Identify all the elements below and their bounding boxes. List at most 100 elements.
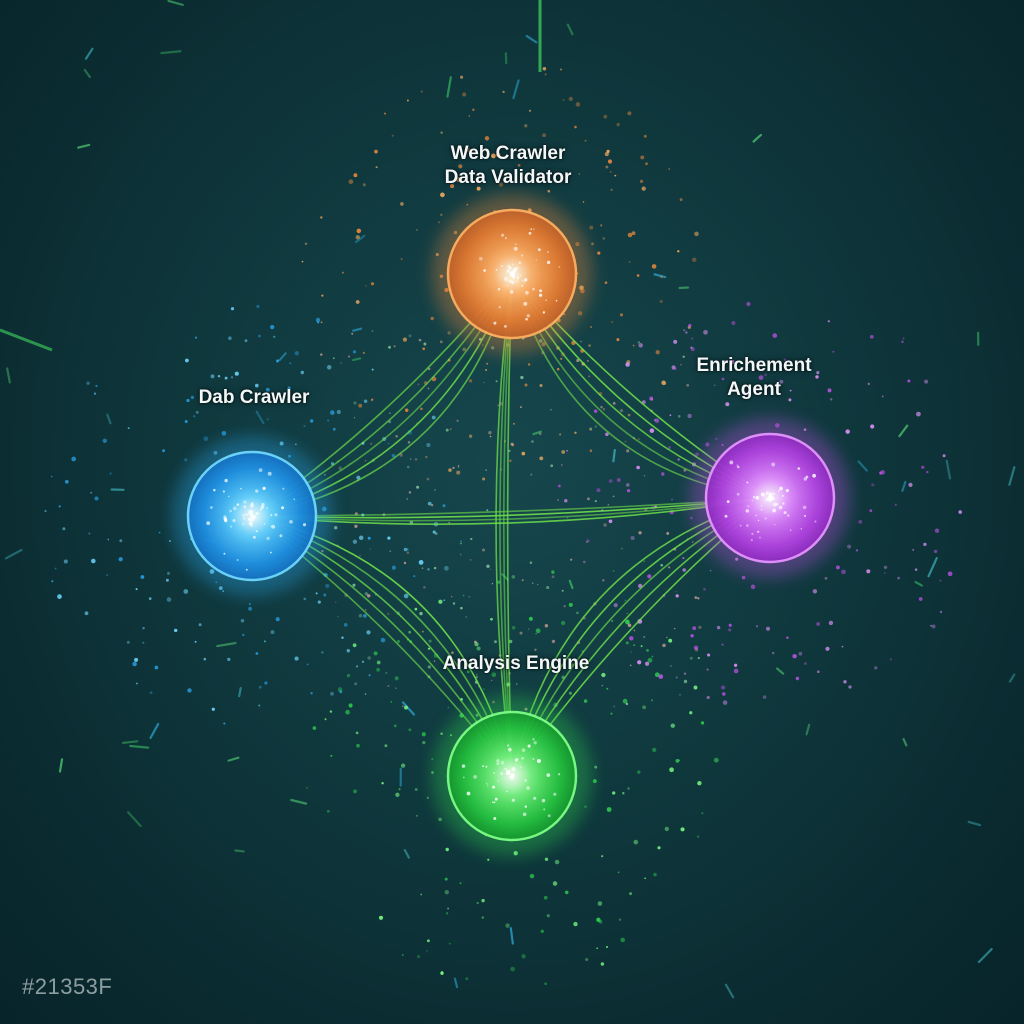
node-sparkle [805, 475, 809, 479]
particle [564, 498, 568, 503]
background-streak [453, 977, 459, 989]
particle [491, 582, 494, 585]
particle [352, 643, 357, 648]
particle [682, 557, 685, 560]
particle [930, 624, 932, 627]
particle [384, 744, 388, 748]
particle [843, 680, 847, 684]
particle [620, 937, 626, 943]
node-sparkle [545, 299, 547, 301]
particle [389, 550, 392, 553]
background-streak [653, 273, 667, 279]
particle [142, 641, 145, 644]
particle [668, 566, 671, 569]
node-sparkle [302, 523, 307, 527]
background-streak [776, 667, 785, 675]
particle [675, 676, 678, 679]
watermark-text: #21353F [22, 974, 113, 999]
particle [440, 213, 443, 217]
background-streak [84, 47, 94, 60]
node-sparkle [515, 243, 517, 245]
node-core [483, 245, 541, 303]
node-sparkle [281, 506, 285, 510]
particle [593, 409, 598, 413]
particle [362, 351, 366, 355]
particle [660, 275, 663, 279]
particle [570, 558, 573, 561]
particle [497, 404, 500, 407]
particle [652, 747, 657, 753]
particle [408, 334, 412, 338]
particle [528, 616, 533, 621]
particle [605, 432, 609, 437]
particle [924, 379, 929, 384]
particle [653, 418, 657, 422]
particle [426, 950, 428, 952]
particle [324, 718, 327, 721]
particle [194, 640, 197, 643]
particle [400, 202, 404, 206]
particle [440, 192, 445, 198]
particle [102, 438, 107, 443]
particle [211, 707, 215, 711]
background-streak [106, 413, 112, 425]
particle [701, 812, 704, 815]
particle [733, 668, 739, 674]
node-sparkle [240, 487, 242, 490]
particle [529, 561, 533, 564]
particle [248, 606, 253, 611]
particle [462, 92, 467, 97]
particle [554, 859, 560, 865]
particle [404, 408, 409, 412]
particle [650, 398, 654, 401]
particle [395, 792, 400, 797]
node-sparkle [523, 301, 528, 306]
particle [686, 383, 690, 387]
particle [198, 623, 202, 627]
particle [772, 333, 778, 338]
particle [459, 882, 462, 885]
particle [126, 640, 130, 644]
particle [693, 685, 698, 690]
node-sparkle [555, 299, 558, 302]
particle [692, 626, 697, 631]
particle [364, 460, 367, 462]
particle [600, 405, 603, 409]
particle [469, 559, 472, 561]
particle [481, 898, 485, 903]
particle [683, 329, 686, 332]
particle [625, 362, 630, 367]
particle [606, 687, 609, 690]
particle [664, 826, 669, 832]
particle [902, 337, 905, 340]
particle [551, 639, 556, 644]
particle [466, 203, 469, 206]
particle [675, 594, 679, 598]
particle [329, 410, 335, 415]
particle [926, 470, 929, 474]
particle [483, 688, 485, 690]
particle [528, 109, 532, 112]
particle [679, 363, 682, 366]
particle [421, 567, 424, 569]
particle [404, 705, 408, 710]
background-streak [149, 722, 160, 739]
node-sparkle [541, 798, 546, 803]
particle [368, 674, 371, 677]
particle [90, 558, 96, 564]
node-sparkle [546, 260, 551, 265]
particle [600, 962, 605, 966]
particle [530, 473, 533, 476]
particle [689, 711, 693, 715]
particle [625, 641, 629, 645]
particle [680, 827, 685, 832]
nodes-layer [172, 194, 850, 856]
particle [363, 399, 368, 403]
node-sparkle [282, 487, 285, 490]
background-streak [127, 811, 142, 828]
particle [406, 498, 409, 500]
particle [228, 336, 232, 340]
particle [628, 261, 631, 263]
particle [866, 569, 871, 574]
